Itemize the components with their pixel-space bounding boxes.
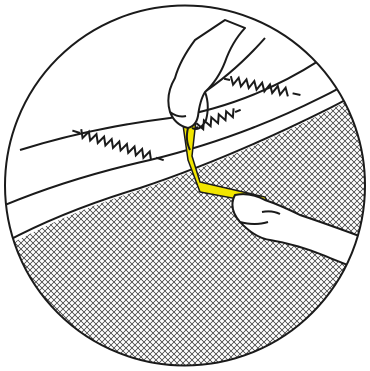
instruction-illustration (0, 0, 370, 371)
illustration-canvas (0, 0, 370, 371)
